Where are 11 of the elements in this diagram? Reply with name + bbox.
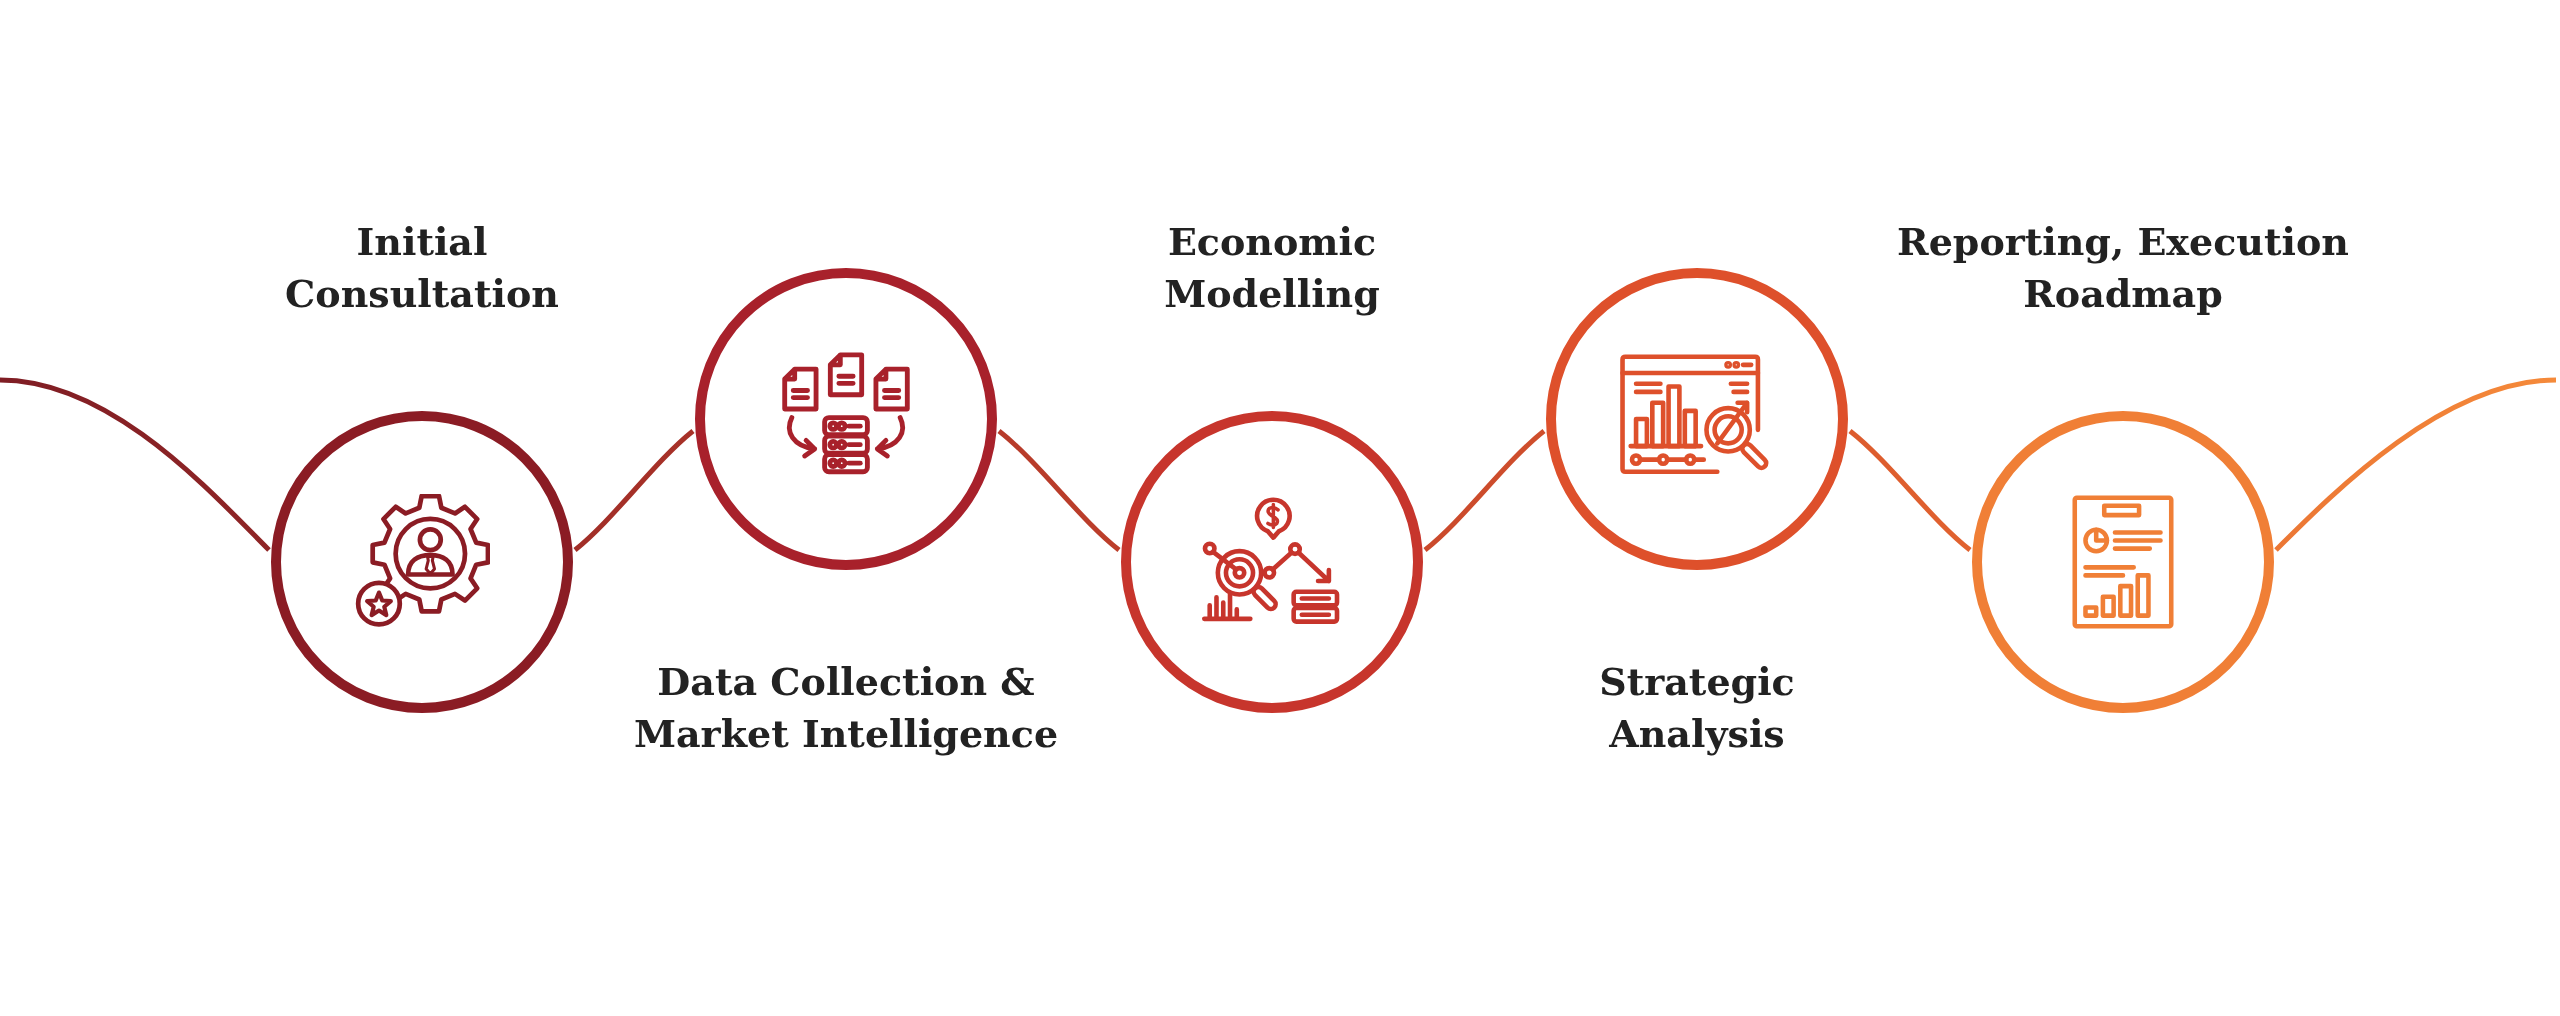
step-title: Initial Consultation <box>284 218 560 318</box>
step-title: Strategic Analysis <box>1598 658 1796 758</box>
wave-line <box>997 429 1121 552</box>
step-title: Reporting, Execution Roadmap <box>1896 218 2350 318</box>
wave-line <box>0 377 271 552</box>
step-title: Economic Modelling <box>1163 218 1381 318</box>
step-title: Data Collection & Market Intelligence <box>632 658 1060 758</box>
wave-line <box>1423 429 1546 552</box>
wave-line <box>2274 377 2557 552</box>
wave-line <box>573 429 695 552</box>
wave-line <box>1848 429 1972 552</box>
